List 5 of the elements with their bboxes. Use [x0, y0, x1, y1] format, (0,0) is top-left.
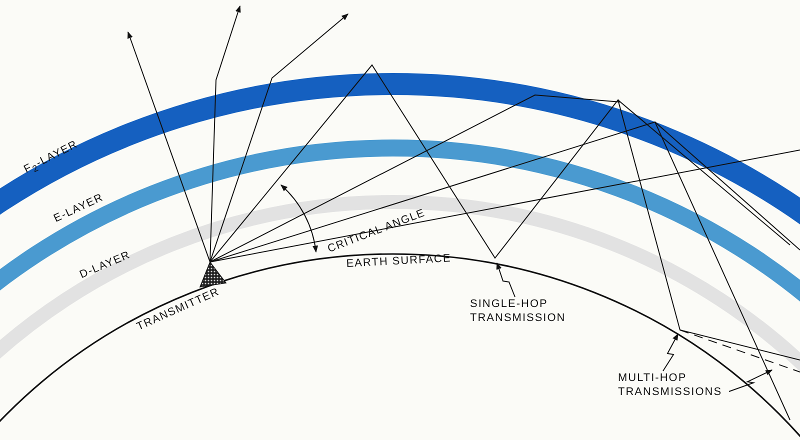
- leader-line: [496, 262, 516, 298]
- node-label: SINGLE-HOP TRANSMISSION: [470, 298, 566, 324]
- surface-label: EARTH SURFACE: [346, 252, 452, 272]
- leader-line: [728, 370, 773, 392]
- leader-line: [662, 333, 678, 372]
